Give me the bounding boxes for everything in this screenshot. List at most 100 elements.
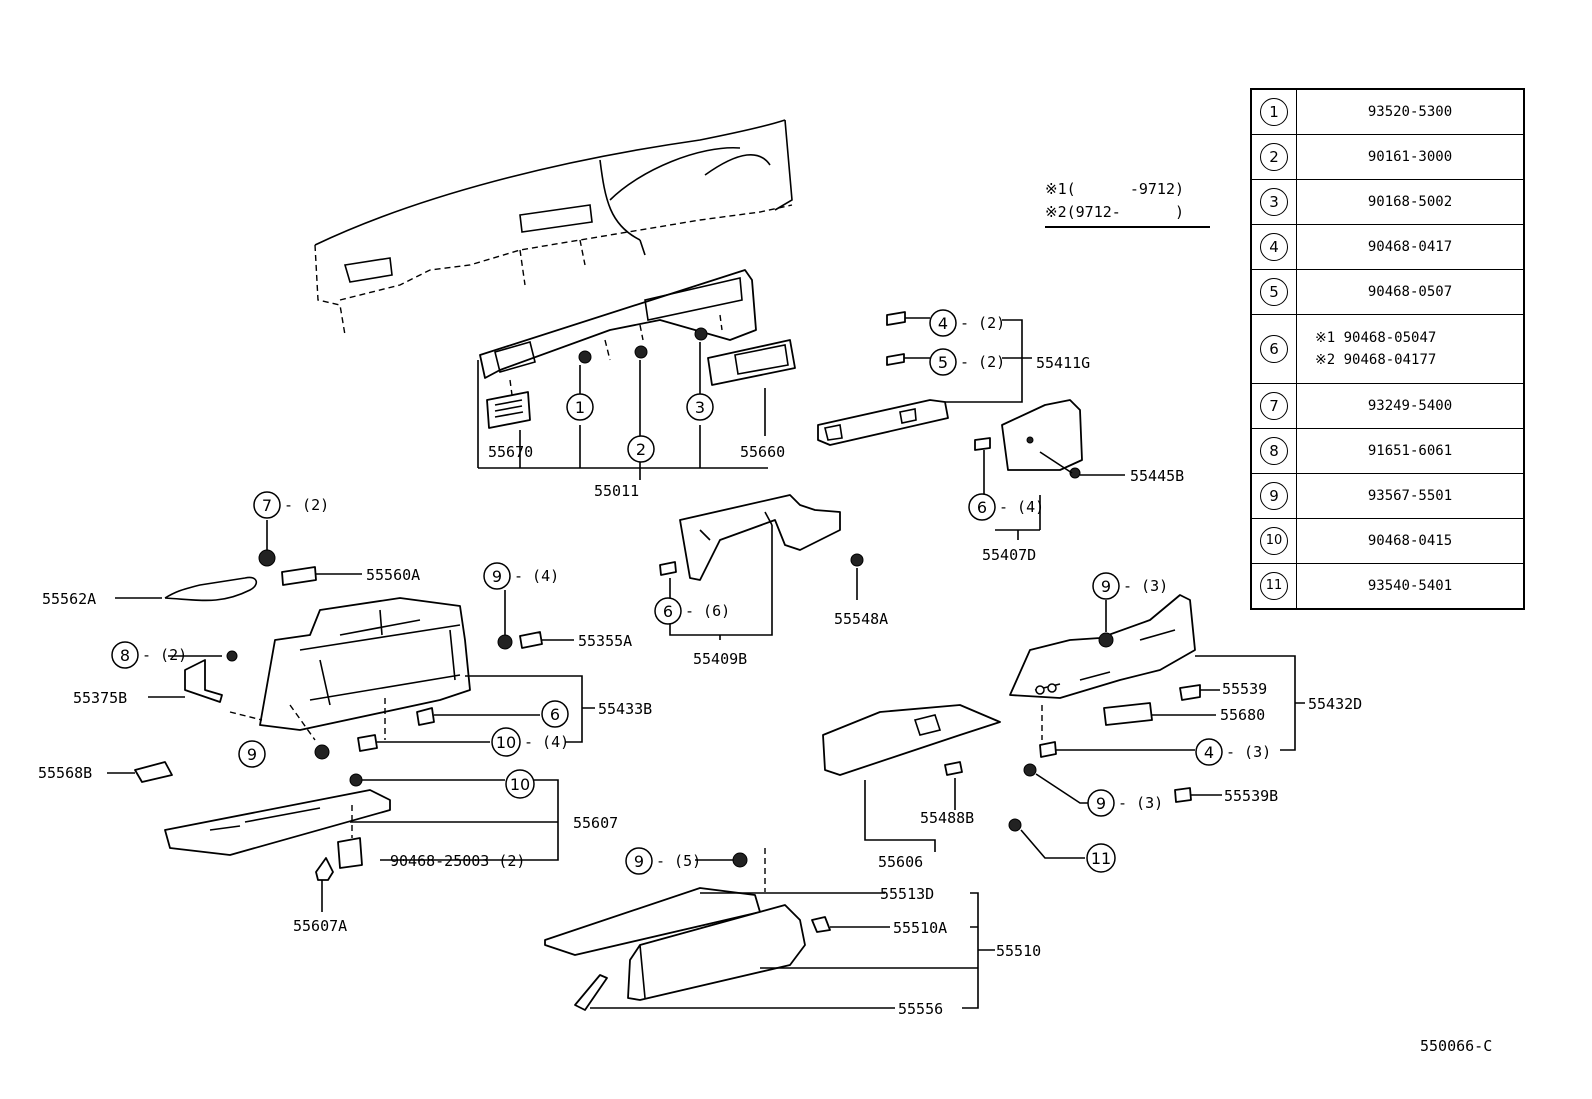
qty-9-housing: - (4) [514, 567, 559, 585]
label-55355A: 55355A [578, 632, 632, 650]
label-55488B: 55488B [920, 809, 974, 827]
svg-text:9: 9 [492, 567, 502, 586]
panel-55607 [164, 789, 391, 856]
svg-text:3: 3 [695, 398, 705, 417]
callout-6-housing: 6 [541, 700, 569, 728]
callout-9-left: 9 [238, 740, 266, 768]
figure-code: 550066-C [1420, 1037, 1493, 1055]
label-55548A: 55548A [834, 610, 888, 628]
callout-8: 8 [111, 641, 139, 669]
label-55510A: 55510A [893, 919, 947, 937]
glove-box-housing-55433B [259, 597, 471, 731]
label-55011: 55011 [594, 482, 639, 500]
svg-text:6: 6 [550, 705, 560, 724]
label-55660: 55660 [740, 443, 785, 461]
qty-7: - (2) [284, 496, 329, 514]
label-55539B: 55539B [1224, 787, 1278, 805]
legend-sub-2: ※2 90468-04177 [1315, 352, 1437, 368]
legend-sub-1: ※1 90468-05047 [1315, 330, 1437, 346]
qty-4-upper: - (2) [960, 314, 1005, 332]
svg-text:1: 1 [575, 398, 585, 417]
label-55556: 55556 [898, 1000, 943, 1018]
label-55445B: 55445B [1130, 467, 1184, 485]
qty-9-lower: - (3) [1118, 794, 1163, 812]
svg-text:8: 8 [120, 646, 130, 665]
label-55568B: 55568B [38, 764, 92, 782]
label-55606: 55606 [878, 853, 923, 871]
vent-55670 [486, 391, 531, 429]
label-55411G: 55411G [1036, 354, 1090, 372]
callout-5: 5 [929, 348, 957, 376]
svg-text:11: 11 [1091, 849, 1111, 868]
callout-3: 3 [686, 393, 714, 421]
qty-9-panel: - (3) [1123, 577, 1168, 595]
svg-text:9: 9 [247, 745, 257, 764]
svg-text:6: 6 [977, 498, 987, 517]
callout-9-panel: 9 [1092, 572, 1120, 600]
callout-9-lower: 9 [1087, 789, 1115, 817]
label-55510: 55510 [996, 942, 1041, 960]
svg-text:6: 6 [663, 602, 673, 621]
label-55375B: 55375B [73, 689, 127, 707]
cover-55407D [1001, 399, 1083, 471]
svg-text:9: 9 [1096, 794, 1106, 813]
label-90468-25003: 90468-25003 (2) [390, 852, 525, 870]
instrument-panel-outline [314, 119, 793, 336]
label-55407D: 55407D [982, 546, 1036, 564]
callout-6-cover: 6 [968, 493, 996, 521]
qty-10-housing: - (4) [524, 733, 569, 751]
callout-9-housing: 9 [483, 562, 511, 590]
applicability-notes: ※1( -9712) ※2(9712- ) [1045, 178, 1210, 228]
qty-8: - (2) [142, 646, 187, 664]
callout-4-lower: 4 [1195, 738, 1223, 766]
label-55513D: 55513D [880, 885, 934, 903]
trim-55409B [679, 494, 841, 581]
qty-6-trim: - (6) [685, 602, 730, 620]
callout-1: 1 [566, 393, 594, 421]
svg-text:2: 2 [636, 440, 646, 459]
svg-text:10: 10 [510, 775, 530, 794]
note-1: ※1( -9712) [1045, 180, 1185, 198]
svg-text:4: 4 [1204, 743, 1214, 762]
callout-4-upper: 4 [929, 309, 957, 337]
qty-4-lower: - (3) [1226, 743, 1271, 761]
qty-6-cover: - (4) [999, 498, 1044, 516]
svg-text:5: 5 [938, 353, 948, 372]
label-55562A: 55562A [42, 590, 96, 608]
callout-10-lower: 10 [505, 769, 535, 799]
callout-2: 2 [627, 435, 655, 463]
callout-11: 11 [1086, 843, 1116, 873]
cluster-finish-panel [479, 269, 757, 396]
reinforcement-55606 [822, 704, 1001, 776]
label-55433B: 55433B [598, 700, 652, 718]
legend-row: 6 ※1 90468-05047 ※2 90468-04177 [1250, 314, 1525, 384]
label-55680: 55680 [1220, 706, 1265, 724]
label-55670: 55670 [488, 443, 533, 461]
glove-door-55510 [627, 904, 806, 1001]
label-55560A: 55560A [366, 566, 420, 584]
note-2: ※2(9712- ) [1045, 203, 1185, 221]
qty-5: - (2) [960, 353, 1005, 371]
label-55432D: 55432D [1308, 695, 1362, 713]
svg-text:7: 7 [262, 496, 272, 515]
fasteners-1-2-3 [578, 327, 708, 364]
svg-text:9: 9 [634, 852, 644, 871]
qty-9-door: - (5) [656, 852, 701, 870]
callout-7: 7 [253, 491, 281, 519]
svg-text:4: 4 [938, 314, 948, 333]
panel-55411G [817, 399, 949, 446]
callout-9-door: 9 [625, 847, 653, 875]
callout-6-trim: 6 [654, 597, 682, 625]
